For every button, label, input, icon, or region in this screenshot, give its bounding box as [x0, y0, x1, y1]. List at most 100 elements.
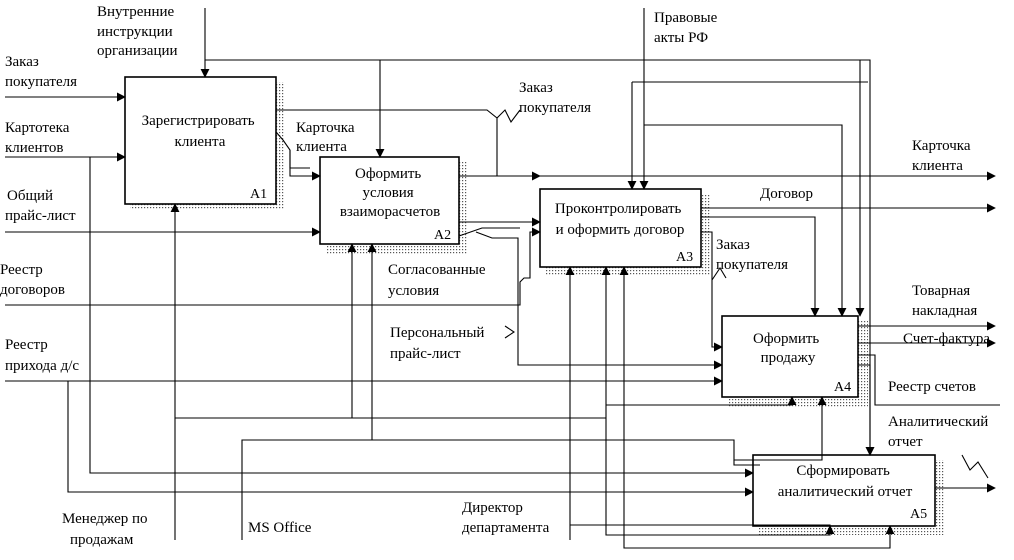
label-kartochka-out: Карточка клиента — [912, 138, 974, 174]
label-zakaz-a3-line-1: Заказ — [716, 237, 750, 253]
arrow-a2-soglas — [458, 227, 520, 237]
label-director-line-1: Директор — [462, 500, 523, 516]
box-a4-id: A4 — [834, 380, 851, 395]
arrow-a2-personal-to-a4 — [475, 231, 723, 370]
label-reestr-dog: Реестр договоров — [0, 262, 65, 298]
arrow-reestr-schet — [858, 354, 1000, 406]
label-soglas-line-2: условия — [388, 283, 439, 299]
box-a5-line-2: аналитический отчет — [778, 484, 913, 500]
label-price-line-1: Общий — [7, 188, 53, 204]
box-a3-title: Проконтролировать и оформить договор — [555, 201, 685, 238]
arrow-manager-to-a4 — [606, 396, 797, 406]
label-msoffice-line-1: MS Office — [248, 520, 312, 536]
label-schet-line-1: Счет-фактура — [903, 331, 990, 347]
label-analit-line-1: Аналитический — [888, 414, 988, 430]
label-zakaz-line-2: покупателя — [5, 74, 77, 90]
label-reestr-ds-line-2: прихода д/с — [5, 358, 79, 374]
arrow-msoffice-to-a2 — [241, 243, 377, 540]
label-kartochka-out-line-1: Карточка — [912, 138, 971, 154]
label-tovar-line-2: накладная — [912, 303, 977, 319]
label-vnutr-line-1: Внутренние — [97, 4, 175, 20]
box-a3-id: A3 — [676, 250, 693, 265]
label-kartoteka-line-2: клиентов — [5, 140, 63, 156]
label-price: Общий прайс-лист — [5, 188, 76, 224]
label-zakaz-top-line-2: покупателя — [519, 100, 591, 116]
label-tovar-line-1: Товарная — [912, 283, 970, 299]
label-reestr-schet: Реестр счетов — [888, 379, 976, 395]
box-a2-line-2: условия — [363, 185, 414, 201]
box-a2-line-1: Оформить — [355, 166, 421, 182]
label-price-line-2: прайс-лист — [5, 208, 76, 224]
label-analit-line-2: отчет — [888, 434, 923, 450]
label-dogovor: Договор — [760, 186, 813, 202]
label-kartochka-out-line-2: клиента — [912, 158, 963, 174]
label-soglas: Согласованные условия — [388, 262, 489, 299]
label-personal: Персональный прайс-лист — [390, 325, 488, 362]
box-a4-line-2: продажу — [761, 350, 816, 366]
label-manager-line-1: Менеджер по — [62, 511, 148, 527]
label-reestr-dog-line-1: Реестр — [0, 262, 43, 278]
arrow-a3-zakaz-to-a4 — [701, 231, 723, 352]
label-zakaz-top: Заказ покупателя — [519, 80, 591, 116]
label-kartochka-a1-line-2: клиента — [296, 139, 347, 155]
squiggle-zakaz-a3 — [711, 266, 727, 281]
arrow-dogovor-to-a4 — [701, 216, 820, 317]
box-a2[interactable]: Оформить условия взаиморасчетов A2 — [319, 156, 468, 254]
labels: Заказ покупателя Картотека клиентов Общи… — [0, 4, 992, 548]
line-director-bus — [570, 524, 831, 526]
arrow-vnutr-to-a5 — [860, 59, 875, 456]
arrow-reestr-dog-to-a3 — [5, 227, 541, 306]
box-a3-line-2: и оформить договор — [556, 222, 685, 238]
label-kartochka-a1: Карточка клиента — [296, 120, 358, 155]
label-pravo: Правовые акты РФ — [654, 10, 721, 46]
box-a2-id: A2 — [434, 228, 451, 243]
label-zakaz-a3: Заказ покупателя — [716, 237, 788, 273]
arrow-reestr-ds-to-a5 — [67, 381, 754, 497]
label-vnutr-line-2: инструкции — [97, 24, 173, 40]
label-director: Директор департамента — [462, 500, 550, 536]
arrow-kartoteka-to-a5 — [89, 157, 754, 478]
label-pravo-line-2: акты РФ — [654, 30, 708, 46]
line-msoffice-a5-branch — [733, 460, 760, 466]
box-a2-line-3: взаиморасчетов — [340, 204, 440, 220]
label-personal-line-1: Персональный — [390, 325, 484, 341]
label-soglas-line-1: Согласованные — [388, 262, 486, 278]
box-a4-title: Оформить продажу — [753, 331, 823, 366]
label-pravo-line-1: Правовые — [654, 10, 718, 26]
box-a5-line-1: Сформировать — [796, 463, 890, 479]
arrow-a1-kartochka-branch — [289, 150, 310, 169]
label-manager-line-2: продажам — [70, 532, 134, 548]
label-schet: Счет-фактура — [903, 331, 990, 347]
label-manager: Менеджер по продажам — [62, 511, 151, 548]
label-kartoteka-line-1: Картотека — [5, 120, 70, 136]
label-director-line-2: департамента — [462, 520, 550, 536]
box-a4[interactable]: Оформить продажу A4 — [721, 315, 868, 407]
box-a1-line-2: клиента — [175, 134, 226, 150]
connectors — [5, 8, 1000, 549]
label-analit: Аналитический отчет — [888, 414, 992, 450]
label-dogovor-line-1: Договор — [760, 186, 813, 202]
box-a5[interactable]: Сформировать аналитический отчет A5 — [752, 454, 945, 535]
lightning-squiggle — [961, 454, 989, 479]
label-reestr-ds-line-1: Реестр — [5, 337, 48, 353]
label-reestr-dog-line-2: договоров — [0, 282, 65, 298]
box-a3[interactable]: Проконтролировать и оформить договор A3 — [539, 188, 710, 276]
box-a1-id: A1 — [250, 187, 267, 202]
box-a1[interactable]: Зарегистрировать клиента A1 — [124, 76, 284, 210]
label-tovar: Товарная накладная — [912, 283, 977, 319]
label-kartochka-a1-line-1: Карточка — [296, 120, 355, 136]
label-zakaz-a3-line-2: покупателя — [716, 257, 788, 273]
box-a5-id: A5 — [910, 507, 927, 522]
arrow-vnutr-to-a2 — [204, 8, 385, 158]
label-zakaz-top-line-1: Заказ — [519, 80, 553, 96]
box-a1-title: Зарегистрировать клиента — [142, 113, 259, 150]
label-zakaz: Заказ покупателя — [5, 54, 77, 90]
box-a2-frame — [319, 156, 460, 245]
label-zakaz-line-1: Заказ — [5, 54, 39, 70]
box-a1-line-1: Зарегистрировать — [142, 113, 255, 129]
label-kartoteka: Картотека клиентов — [5, 120, 73, 156]
box-a2-title: Оформить условия взаиморасчетов — [340, 166, 440, 220]
arrow-msoffice-to-a5 — [623, 440, 895, 549]
